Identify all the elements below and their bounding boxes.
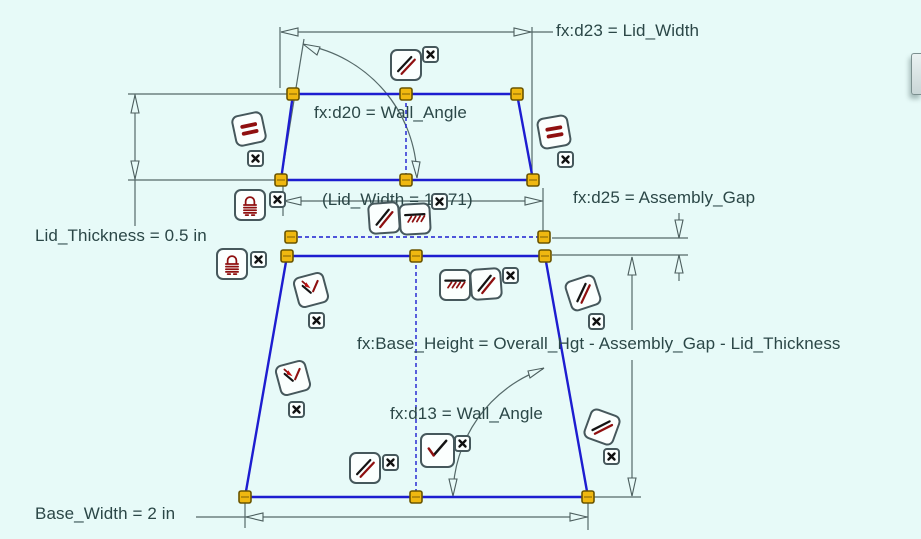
close-icon[interactable] <box>557 151 574 168</box>
dim-label-base-height[interactable]: fx:Base_Height = Overall_Hgt - Assembly_… <box>357 334 841 353</box>
dim-label-lid-thickness[interactable]: Lid_Thickness = 0.5 in <box>35 226 207 245</box>
close-icon[interactable] <box>431 193 448 210</box>
parallel-constraint-icon[interactable] <box>581 406 623 448</box>
close-icon[interactable] <box>454 435 471 452</box>
close-icon[interactable] <box>250 251 267 268</box>
dim-lid-thickness[interactable] <box>128 93 288 226</box>
close-icon[interactable] <box>588 313 605 330</box>
clipped-toolbar-button[interactable] <box>911 53 921 95</box>
base-right-edge[interactable] <box>543 254 590 499</box>
parallel-constraint-icon[interactable] <box>468 266 504 302</box>
base-left-edge[interactable] <box>243 254 289 499</box>
equal-constraint-icon[interactable] <box>230 110 268 148</box>
parallel-constraint-icon[interactable] <box>562 272 604 314</box>
dim-base-wall-angle[interactable] <box>452 368 544 497</box>
dim-assembly-gap[interactable] <box>552 213 688 281</box>
dim-lid-width-driving[interactable] <box>279 27 553 174</box>
perpendicular-constraint-icon[interactable] <box>420 433 455 468</box>
symmetry-constraint-icon[interactable] <box>291 270 331 310</box>
parallel-constraint-icon[interactable] <box>390 49 422 81</box>
close-icon[interactable] <box>308 312 325 329</box>
collinear-constraint-icon[interactable] <box>439 269 471 301</box>
parallel-constraint-icon[interactable] <box>349 452 381 484</box>
parallel-constraint-icon[interactable] <box>366 200 402 236</box>
close-icon[interactable] <box>422 46 439 63</box>
dim-label-base-wall-angle[interactable]: fx:d13 = Wall_Angle <box>390 404 543 423</box>
close-icon[interactable] <box>603 448 620 465</box>
dim-label-lid-width[interactable]: fx:d23 = Lid_Width <box>556 21 700 40</box>
close-icon[interactable] <box>288 401 305 418</box>
dim-label-base-width[interactable]: Base_Width = 2 in <box>35 504 176 523</box>
collinear-constraint-icon[interactable] <box>398 202 432 236</box>
lock-constraint-icon[interactable] <box>234 189 266 221</box>
dimension-graphics[interactable] <box>128 27 688 530</box>
lid-right-edge[interactable] <box>515 92 535 182</box>
construction-lines[interactable] <box>291 96 544 494</box>
dim-label-lid-wall-angle[interactable]: fx:d20 = Wall_Angle <box>314 103 467 122</box>
close-icon[interactable] <box>269 191 286 208</box>
lock-constraint-icon[interactable] <box>216 248 248 280</box>
dimension-arrowheads <box>130 27 684 522</box>
close-icon[interactable] <box>247 150 264 167</box>
equal-constraint-icon[interactable] <box>535 113 573 151</box>
dim-label-assembly-gap[interactable]: fx:d25 = Assembly_Gap <box>573 188 756 207</box>
symmetry-constraint-icon[interactable] <box>273 358 313 398</box>
close-icon[interactable] <box>502 267 519 284</box>
lid-left-edge[interactable] <box>279 92 295 182</box>
sketch-handles[interactable] <box>238 87 595 504</box>
close-icon[interactable] <box>382 454 399 471</box>
